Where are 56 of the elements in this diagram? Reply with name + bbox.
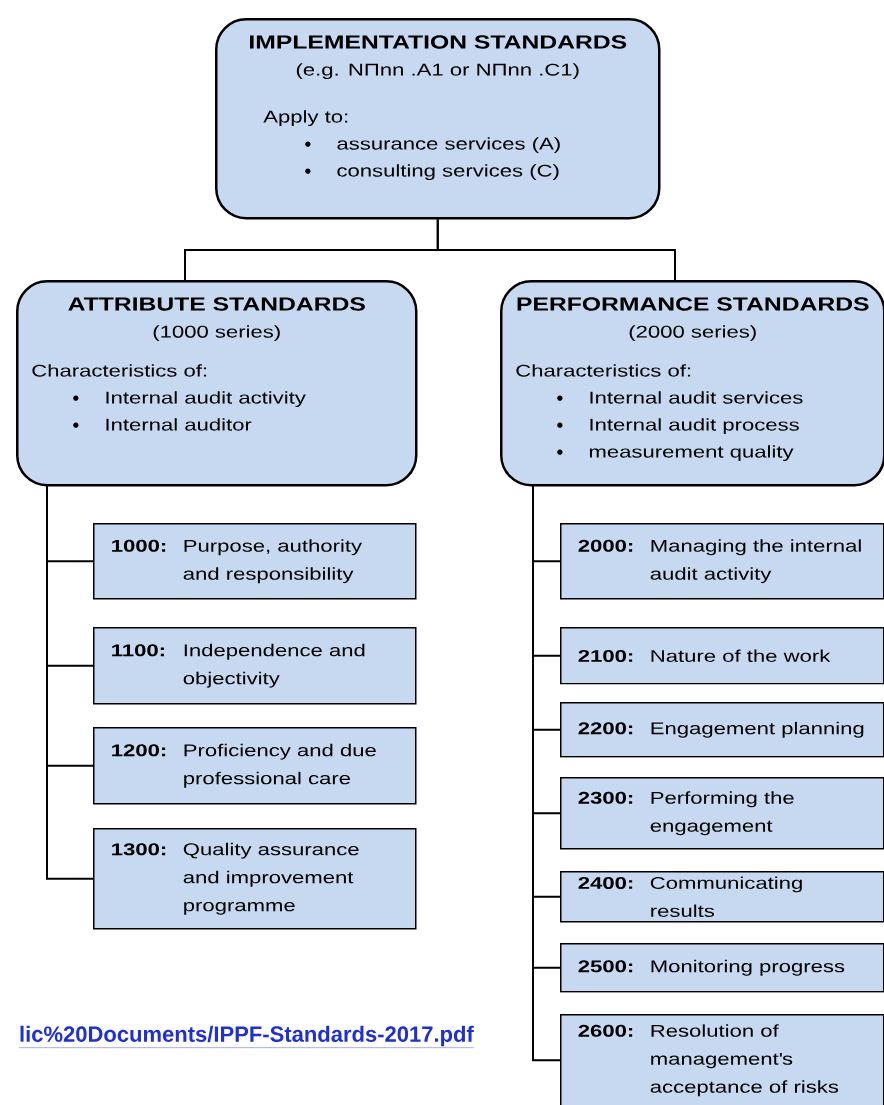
standard-title: Communicating results — [650, 876, 802, 917]
standard-number: 2600: — [578, 1024, 633, 1037]
heading: IMPLEMENTATION STANDARDS — [250, 35, 627, 49]
standard-title: Quality assurance and improvement programme — [183, 842, 359, 915]
standard-box — [93, 828, 417, 930]
standards-box — [215, 18, 661, 220]
standard-number: 1000: — [112, 539, 166, 552]
standard-title: Monitoring progress — [651, 959, 845, 976]
standard-box — [93, 627, 417, 705]
standard-box — [93, 523, 417, 600]
bullet-item: Internal auditor — [106, 418, 252, 431]
standard-number: 2100: — [578, 649, 633, 662]
standard-title: Resolution of management's acceptance of risks — [650, 1024, 839, 1097]
standard-number: 2000: — [578, 539, 633, 552]
bullet-item: Internal audit activity — [106, 391, 306, 408]
standard-box — [560, 943, 884, 993]
standard-title: Independence and objectivity — [183, 643, 365, 688]
standard-box — [560, 702, 884, 758]
subtitle: (1000 series) — [153, 325, 280, 342]
standard-title: Purpose, authority and responsibility — [183, 539, 363, 584]
connector-line — [46, 485, 94, 880]
standards-box — [500, 280, 884, 487]
standard-title: Nature of the work — [651, 649, 831, 662]
standards-box — [16, 280, 418, 487]
intro-text: Characteristics of: — [32, 364, 207, 377]
standard-box — [560, 627, 884, 685]
connector-line — [436, 218, 676, 281]
standard-title: Engagement planning — [651, 721, 864, 738]
bullet-item: assurance services (A) — [337, 137, 560, 154]
standard-title: Managing the internal audit activity — [650, 539, 861, 584]
standard-box — [93, 727, 417, 805]
standard-title: Performing the engagement — [650, 791, 794, 836]
standard-box — [560, 871, 884, 923]
bullet-item: consulting services (C) — [337, 164, 559, 181]
standard-number: 2400: — [578, 876, 633, 889]
standard-number: 2500: — [578, 960, 633, 973]
standard-number: 2200: — [578, 722, 633, 735]
subtitle: (2000 series) — [629, 325, 756, 342]
heading: PERFORMANCE STANDARDS — [517, 297, 869, 311]
standard-number: 1100: — [112, 644, 164, 657]
connector-line — [532, 485, 561, 1062]
bullet-item: Internal audit services — [590, 391, 803, 404]
link-text: lic%20Documents/IPPF-Standards-2017.pdf — [18, 1025, 474, 1048]
standard-box — [560, 777, 884, 850]
subtitle: (e.g. NΠnn .A1 or NΠnn .C1) — [296, 63, 579, 80]
standard-number: 1200: — [112, 744, 166, 757]
standard-box — [560, 1014, 884, 1105]
bullet-item: measurement quality — [589, 445, 794, 462]
standard-number: 2300: — [578, 791, 633, 804]
standard-title: Proficiency and due professional care — [184, 743, 376, 788]
intro-text: Apply to: — [263, 110, 348, 127]
standard-box — [560, 523, 884, 600]
standard-number: 1300: — [112, 843, 166, 856]
bullet-item: Internal audit process — [590, 418, 799, 435]
intro-text: Characteristics of: — [516, 364, 691, 377]
heading: ATTRIBUTE STANDARDS — [68, 297, 365, 311]
